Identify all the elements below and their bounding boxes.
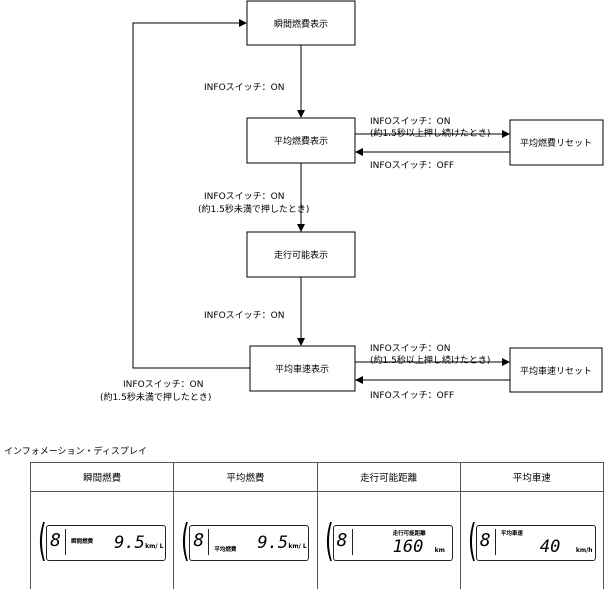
lcd-unit: km/ L: [288, 542, 307, 550]
lcd-unit: km/ L: [145, 542, 164, 550]
node-avg-reset-label: 平均燃費リセット: [520, 137, 592, 149]
lcd-value: 40: [539, 536, 561, 557]
fuel-digit: 8: [336, 529, 348, 551]
edge-label: INFOスイッチ：OFF: [370, 390, 454, 401]
lcd-cell: ( 8 瞬間燃費 9.5 km/ L: [29, 491, 175, 589]
edge-label: INFOスイッチ：OFF: [370, 160, 454, 171]
lcd-cell: ( 8 平均車速 40 km/h: [459, 491, 605, 589]
lcd-cell: ( 8 平均燃費 9.5 km/ L: [173, 491, 318, 589]
node-average-label: 平均燃費表示: [274, 135, 328, 147]
edge-label: (約1.5秒未満で押したとき): [198, 203, 309, 215]
state-diagram: 瞬間燃費表示 平均燃費表示 平均燃費リセット 走行可能表示 平均車速表示 平均車…: [100, 0, 604, 403]
lcd-value: 9.5: [114, 532, 145, 553]
edge-label: INFOスイッチ：ON: [204, 310, 284, 321]
header-instant: 瞬間燃費: [29, 462, 175, 492]
node-range-label: 走行可能表示: [274, 249, 328, 261]
fuel-digit: 8: [479, 529, 491, 551]
node-speed-reset-label: 平均車速リセット: [520, 365, 592, 377]
edge-label: INFOスイッチ：ON: [370, 116, 450, 127]
fuel-gauge-icon: (: [38, 514, 47, 566]
node-speed-reset: [509, 347, 603, 393]
arrow-speed-to-instant: [132, 19, 250, 369]
header-average: 平均燃費: [173, 462, 318, 492]
node-avg-speed-label: 平均車速表示: [275, 363, 329, 375]
lcd-label: 平均車速: [500, 530, 523, 537]
lcd-display: ( 8 平均燃費 9.5 km/ L: [181, 514, 310, 566]
lcd-display: ( 8 瞬間燃費 9.5 km/ L: [38, 514, 167, 566]
lcd-display: ( 8 走行可能距離 160 km: [324, 514, 453, 566]
lcd-value: 9.5: [257, 532, 289, 553]
lcd-value: 160: [392, 536, 424, 557]
node-avg-reset: [509, 119, 604, 166]
display-table: 瞬間燃費 平均燃費 走行可能距離 平均車速 ( 8 瞬間燃費 9.5 km/ L…: [29, 462, 605, 589]
lcd-unit: km/h: [575, 546, 593, 554]
edge-label: (約1.5秒以上押し続けたとき): [370, 127, 490, 139]
section-caption: インフォメーション・ディスプレイ: [4, 447, 147, 457]
edge-label: INFOスイッチ：ON: [204, 82, 284, 93]
lcd-label: 瞬間燃費: [71, 538, 94, 545]
edge-label: (約1.5秒未満で押したとき): [100, 391, 211, 403]
edge-label: INFOスイッチ：ON: [123, 379, 203, 390]
lcd-unit: km: [434, 546, 445, 554]
lcd-display: ( 8 平均車速 40 km/h: [467, 514, 596, 566]
node-instant-label: 瞬間燃費表示: [274, 18, 328, 30]
fuel-digit: 8: [50, 529, 61, 551]
edge-label: INFOスイッチ：ON: [204, 191, 284, 202]
fuel-gauge-icon: (: [181, 514, 190, 566]
fuel-digit: 8: [193, 529, 205, 551]
edge-label: INFOスイッチ：ON: [370, 343, 450, 354]
fuel-gauge-icon: (: [324, 514, 334, 566]
lcd-label: 走行可能距離: [392, 530, 426, 537]
fuel-gauge-icon: (: [467, 514, 477, 566]
lcd-cell: ( 8 走行可能距離 160 km: [316, 491, 461, 589]
lcd-label: 平均燃費: [214, 546, 237, 553]
header-avg-speed: 平均車速: [459, 462, 605, 492]
edge-label: (約1.5秒以上押し続けたとき): [370, 354, 490, 366]
header-range: 走行可能距離: [316, 462, 461, 492]
